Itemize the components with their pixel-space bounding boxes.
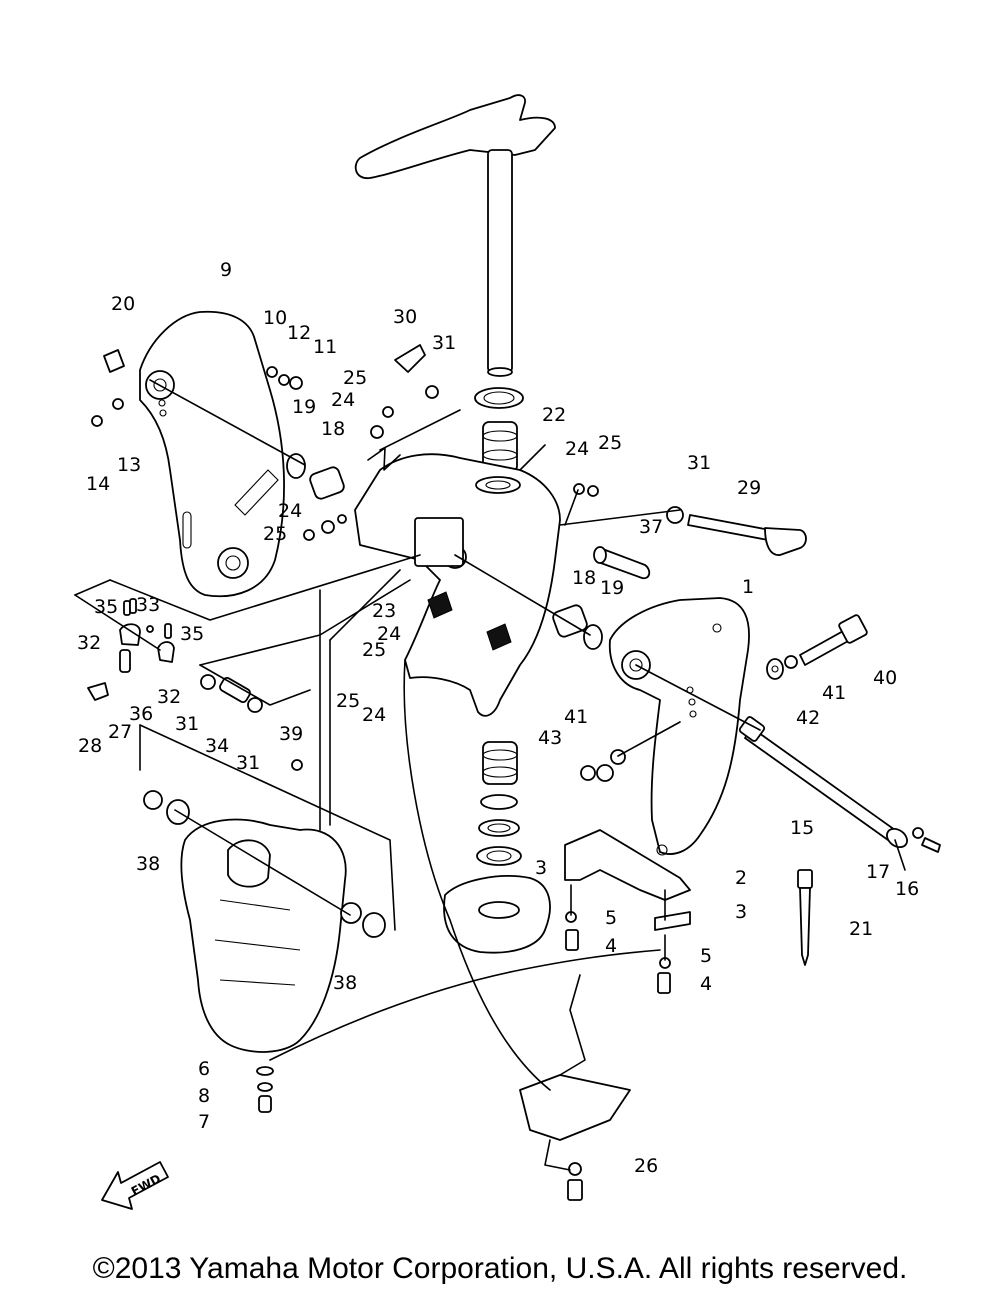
callout-8: 8 [198,1085,210,1107]
callout-26: 26 [634,1155,658,1177]
callout-24: 24 [331,389,355,411]
clamp-bracket-left [139,310,285,598]
callout-12: 12 [287,322,311,344]
callout-16: 16 [895,878,919,900]
clamp-bracket-right [608,597,750,856]
callout-34: 34 [205,735,229,757]
callout-42: 42 [796,707,820,729]
callout-35: 35 [94,596,118,618]
callout-20: 20 [111,293,135,315]
callout-7: 7 [198,1111,210,1133]
callout-36: 36 [129,703,153,725]
fwd-arrow-icon: FWD [101,1161,169,1210]
lag-bolt-21 [797,869,813,966]
callout-18: 18 [572,567,596,589]
callout-33: 33 [136,594,160,616]
callout-31: 31 [687,452,711,474]
callout-29: 29 [737,477,761,499]
steering-washers-lower [443,741,551,954]
callout-32: 32 [157,686,181,708]
callout-10: 10 [263,307,287,329]
callout-24: 24 [377,623,401,645]
callout-25: 25 [336,690,360,712]
callout-5: 5 [700,945,712,967]
callout-24: 24 [362,704,386,726]
bolt-16-17 [912,827,941,853]
collar-37 [593,546,651,580]
callout-22: 22 [542,404,566,426]
callout-38: 38 [136,853,160,875]
anode-plate [519,1074,631,1201]
callout-3: 3 [735,901,747,923]
callout-1: 1 [742,576,754,598]
callout-41: 41 [564,706,588,728]
lower-unit-outline [143,790,386,1053]
callout-37: 37 [639,516,663,538]
callout-25: 25 [598,432,622,454]
callout-13: 13 [117,454,141,476]
lever-group [87,598,303,771]
nuts-43 [580,749,626,782]
callout-17: 17 [866,861,890,883]
callout-27: 27 [108,721,132,743]
callout-43: 43 [538,727,562,749]
steering-handle [354,94,556,377]
callout-30: 30 [393,306,417,328]
callout-40: 40 [873,667,897,689]
callout-38: 38 [333,972,357,994]
callout-24: 24 [278,500,302,522]
leader-lines [74,379,906,1171]
callout-18: 18 [321,418,345,440]
swivel-bracket [354,453,561,717]
callout-35: 35 [180,623,204,645]
callout-32: 32 [77,632,101,654]
callout-4: 4 [605,935,617,957]
callout-2: 2 [735,867,747,889]
callout-31: 31 [236,752,260,774]
callout-39: 39 [279,723,303,745]
callout-19: 19 [600,577,624,599]
steering-washers-upper [474,387,524,473]
callout-11: 11 [313,336,337,358]
bolt-40 [766,614,868,680]
callout-15: 15 [790,817,814,839]
small-fasteners [91,344,599,541]
callout-3: 3 [535,857,547,879]
clamp-shaft [738,716,908,849]
plate-bracket [564,829,691,994]
callout-numbers: 1 2 3 3 4 4 5 5 6 7 8 9 10 11 12 13 14 1… [77,259,919,1177]
callout-23: 23 [372,600,396,622]
callout-14: 14 [86,473,110,495]
callout-41: 41 [822,682,846,704]
callout-31: 31 [432,332,456,354]
callout-4: 4 [700,973,712,995]
callout-25: 25 [362,639,386,661]
callout-5: 5 [605,907,617,929]
callout-19: 19 [292,396,316,418]
callout-25: 25 [263,523,287,545]
callout-24: 24 [565,438,589,460]
hardware-6-7-8 [256,1066,274,1113]
callout-25: 25 [343,367,367,389]
callout-9: 9 [220,259,232,281]
copyright-notice: ©2013 Yamaha Motor Corporation, U.S.A. A… [92,1252,908,1285]
callout-21: 21 [849,918,873,940]
bushing-18-left [286,453,345,500]
callout-31: 31 [175,713,199,735]
callout-28: 28 [78,735,102,757]
tilt-pin-29 [666,506,807,556]
callout-6: 6 [198,1058,210,1080]
